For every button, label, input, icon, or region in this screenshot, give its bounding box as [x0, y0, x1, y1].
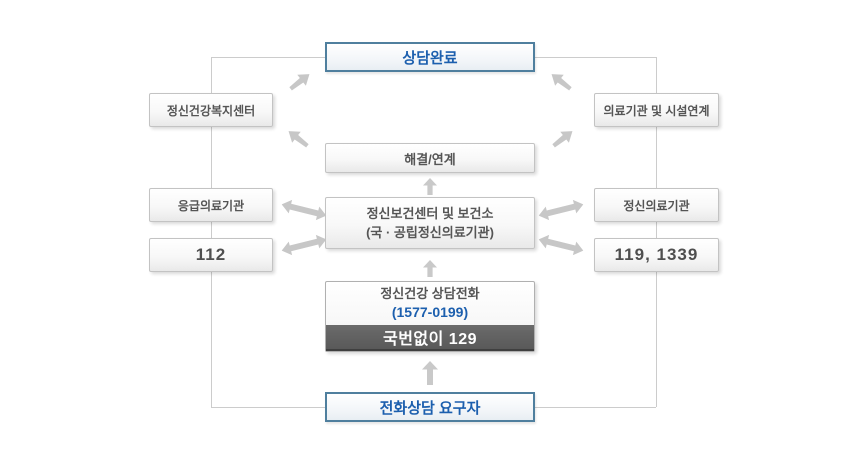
- connector-line-bottom-right: [535, 407, 656, 408]
- node-medical-institution-facility-link: 의료기관 및 시설연계: [594, 93, 719, 127]
- double-headed-arrow-icon: [280, 197, 329, 224]
- connector-line-vertical-left: [211, 57, 212, 407]
- node-phone-112: 112: [149, 238, 273, 272]
- node-emergency-medical-institution: 응급의료기관: [149, 188, 273, 222]
- hotline-number: (1577-0199): [391, 303, 469, 320]
- node-mental-health-welfare-center: 정신건강복지센터: [149, 93, 273, 127]
- connector-line-top-left: [211, 57, 325, 58]
- node-mental-health-center-line2: (국 · 공립정신의료기관): [366, 225, 494, 240]
- connector-line-vertical-right: [656, 57, 657, 407]
- node-mental-health-center: 정신보건센터 및 보건소 (국 · 공립정신의료기관): [325, 197, 535, 249]
- node-mental-medical-institution: 정신의료기관: [594, 188, 719, 222]
- diagonal-up-left-arrow-icon: [547, 68, 575, 95]
- hotline-title: 정신건강 상담전화: [380, 286, 480, 302]
- node-resolution-linkage: 해결/연계: [325, 143, 535, 173]
- diagonal-up-left-arrow-icon: [284, 125, 312, 152]
- node-phone-119-1339: 119, 1339: [594, 238, 719, 272]
- double-headed-arrow-icon: [537, 197, 586, 224]
- up-arrow-icon: [421, 361, 439, 385]
- double-headed-arrow-icon: [537, 232, 586, 259]
- node-mental-health-center-line1: 정신보건센터 및 보건소: [366, 205, 494, 221]
- up-arrow-icon: [422, 178, 438, 195]
- node-phone-consult-requester: 전화상담 요구자: [325, 392, 535, 422]
- hotline-short-number-bar: 국번없이 129: [326, 325, 534, 351]
- diagonal-up-right-arrow-icon: [549, 125, 577, 152]
- connector-line-bottom-left: [211, 407, 325, 408]
- connector-line-top-right: [535, 57, 656, 58]
- node-mental-health-hotline: 정신건강 상담전화 (1577-0199) 국번없이 129: [325, 281, 535, 352]
- hotline-header: 정신건강 상담전화 (1577-0199): [326, 282, 534, 325]
- double-headed-arrow-icon: [280, 232, 329, 259]
- diagonal-up-right-arrow-icon: [286, 68, 314, 95]
- node-consult-complete: 상담완료: [325, 42, 535, 72]
- up-arrow-icon: [422, 260, 438, 277]
